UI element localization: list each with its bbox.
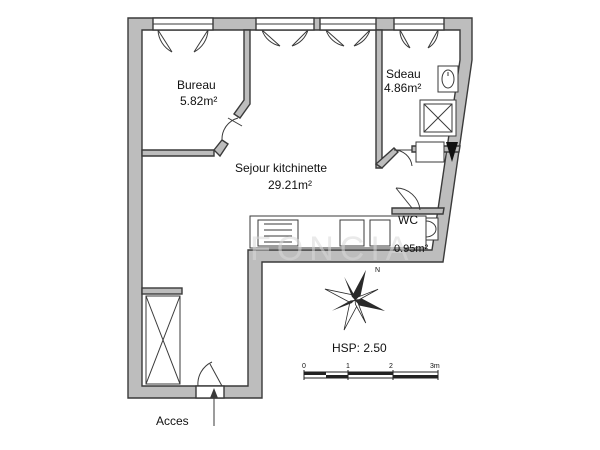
wall-sdeau (375, 29, 383, 169)
area-sejour: 29.21m² (268, 178, 312, 192)
wall-bureau-door-jamb (213, 139, 229, 158)
door-bureau (221, 117, 243, 141)
wall-bureau (141, 149, 215, 157)
shower (419, 99, 457, 137)
scale-tick-0: 0 (302, 363, 306, 370)
wall-wc (391, 207, 445, 215)
entrance-door[interactable] (195, 361, 225, 399)
window-sejour-right (319, 17, 377, 31)
window-swings (157, 29, 439, 53)
closet (141, 287, 183, 385)
window-sdeau (393, 17, 445, 31)
label-entrance: Acces (156, 414, 189, 428)
door-sdeau (393, 149, 413, 167)
door-wc (395, 187, 421, 211)
ceiling-height-label: HSP: 2.50 (332, 341, 387, 355)
toilet-sdeau-cabinet (415, 141, 458, 163)
wall-sdeau-bottom (374, 147, 399, 169)
outer-wall (127, 17, 473, 399)
watermark: FONCIA (250, 230, 414, 268)
kitchen-counter (249, 215, 427, 249)
label-bureau: Bureau (177, 78, 216, 92)
wall-bureau-side (233, 29, 251, 119)
scale-bar: 0 1 2 3m (302, 363, 440, 380)
compass-north-label: N (375, 267, 380, 274)
area-bureau: 5.82m² (180, 94, 217, 108)
scale-tick-2: 2 (389, 363, 393, 370)
window-sejour-left (255, 17, 315, 31)
window-bureau (152, 17, 214, 31)
basin (437, 65, 459, 93)
area-wc: 0.95m² (394, 243, 429, 255)
area-sdeau: 4.86m² (384, 81, 421, 95)
label-sdeau: Sdeau (386, 67, 421, 81)
compass-rose-icon (324, 269, 386, 331)
scale-tick-1: 1 (346, 363, 350, 370)
label-sejour: Sejour kitchinette (235, 161, 327, 175)
entrance-arrow-icon (210, 388, 218, 426)
scale-tick-3: 3m (430, 363, 440, 370)
label-wc: WC (398, 213, 418, 227)
